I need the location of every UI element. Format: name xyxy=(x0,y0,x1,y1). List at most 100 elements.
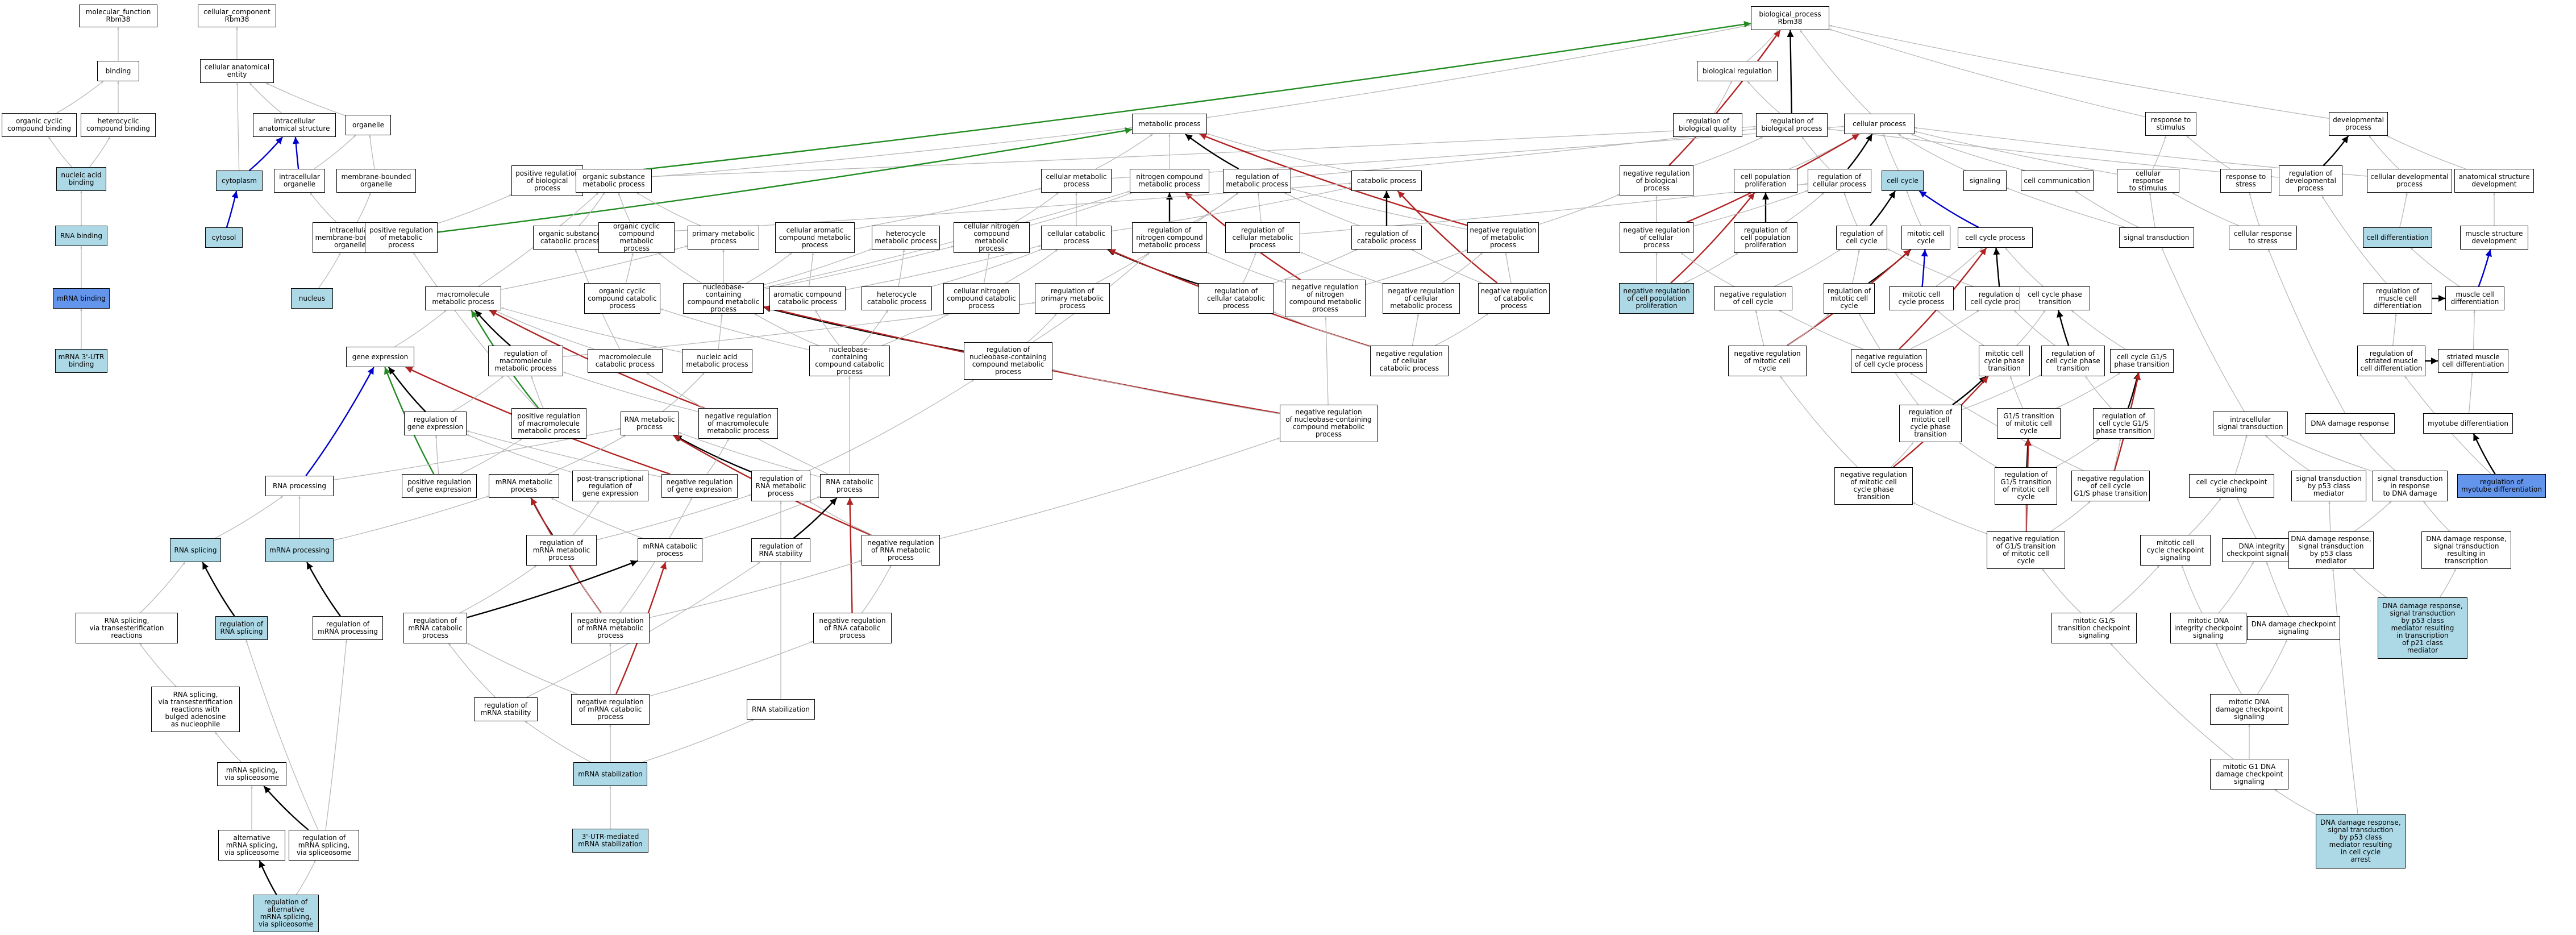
edge-is-a xyxy=(1005,249,1058,284)
go-term-nab: nucleic acid binding xyxy=(56,167,106,191)
edge-is-a xyxy=(809,501,872,535)
edge-is-a xyxy=(2328,501,2331,532)
edge-is-a xyxy=(1914,131,2117,175)
edge-is-a xyxy=(1242,252,1256,284)
edge-is-a xyxy=(1052,369,1280,414)
edge-is-a xyxy=(706,438,729,475)
edge-is-a xyxy=(2218,562,2254,613)
edge-is-a xyxy=(1787,313,1830,346)
go-term-cccs: cell cycle checkpoint signaling xyxy=(2189,474,2274,498)
edge-is-a xyxy=(2359,433,2396,471)
edge-is-a xyxy=(2234,435,2248,475)
go-term-mccp: mitotic cell cycle process xyxy=(1889,286,1954,310)
edge-is-a xyxy=(2085,376,2112,409)
go-term-nrcmp: negative regulation of cellular metaboli… xyxy=(1383,283,1460,314)
go-term-io: intracellular organelle xyxy=(274,169,325,193)
go-term-mdnadcs: mitotic DNA damage checkpoint signaling xyxy=(2210,694,2288,725)
edge-positively-regulates xyxy=(437,127,1133,233)
go-term-cytoplasm: cytoplasm xyxy=(216,171,263,191)
go-term-catp: catabolic process xyxy=(1351,171,1422,191)
edge-is-a xyxy=(2268,249,2346,414)
go-term-nrccp: negative regulation of cell cycle proces… xyxy=(1851,349,1927,373)
go-term-nrmp: negative regulation of metabolic process xyxy=(1467,222,1539,253)
go-term-rtstress: response to stress xyxy=(2220,169,2271,193)
edge-is-a xyxy=(2050,501,2091,532)
go-term-regmrnastab: regulation of mRNA stability xyxy=(474,697,538,721)
go-term-regncmp: regulation of nitrogen compound metaboli… xyxy=(1132,222,1207,253)
edge-is-a xyxy=(2055,438,2100,468)
go-term-rnacatpneg: negative regulation of RNA catabolic pro… xyxy=(813,613,892,643)
edge-is-a xyxy=(1505,252,1512,284)
go-term-mccs: mitotic cell cycle checkpoint signaling xyxy=(2140,535,2211,566)
edge-is-a xyxy=(2188,497,2222,535)
go-term-g1smitotic: G1/S transition of mitotic cell cycle xyxy=(1997,408,2061,439)
go-term-cellcycle: cell cycle xyxy=(1882,171,1924,191)
edge-part-of xyxy=(1921,249,1928,287)
edge-is-a xyxy=(265,82,346,117)
go-term-nrrnamp: negative regulation of RNA metabolic pro… xyxy=(862,535,940,566)
edge-is-a xyxy=(2473,310,2476,350)
edge-is-a xyxy=(2009,376,2023,409)
go-term-dnadcs: DNA damage checkpoint signaling xyxy=(2247,616,2340,640)
go-term-mp: metabolic process xyxy=(1132,114,1207,134)
edge-is-a xyxy=(1441,252,1483,284)
edge-is-a xyxy=(808,252,814,287)
edge-is-a xyxy=(2265,435,2310,471)
edge-is-a xyxy=(2006,187,2126,228)
edge-is-a xyxy=(2149,192,2155,228)
edge-is-a xyxy=(1910,310,1979,350)
go-term-stp53: signal transduction by p53 class mediato… xyxy=(2291,471,2366,501)
edge-is-a xyxy=(1257,192,1262,223)
go-term-mg1scs: mitotic G1/S transition checkpoint signa… xyxy=(2051,613,2137,643)
edge-is-a xyxy=(2439,568,2457,598)
edge-is-a xyxy=(1883,134,1899,171)
edge-is-a xyxy=(596,494,752,541)
go-term-mcc: mitotic cell cycle xyxy=(1901,226,1950,250)
go-term-nbccp: nucleobase-containing compound catabolic… xyxy=(809,346,890,376)
edge-regulates xyxy=(793,497,838,539)
edge-is-a xyxy=(2216,643,2242,695)
go-term-occb: organic cyclic compound binding xyxy=(2,113,77,137)
edge-is-a xyxy=(898,249,905,287)
go-term-mrnastab: mRNA stabilization xyxy=(573,762,647,786)
edge-is-a xyxy=(1412,313,1420,346)
go-term-regmrnacatp: regulation of mRNA catabolic process xyxy=(403,613,467,643)
go-term-nrmcc: negative regulation of mitotic cell cycl… xyxy=(1728,346,1807,376)
go-term-nacatp: nucleic acid metabolic process xyxy=(682,349,752,373)
go-term-cae: cellular anatomical entity xyxy=(200,59,274,83)
go-term-bioreg: biological regulation xyxy=(1697,61,1778,81)
edge-is-a xyxy=(2181,565,2203,613)
edge-is-a xyxy=(1434,313,1489,346)
go-term-g1s: cell cycle G1/S phase transition xyxy=(2110,349,2174,373)
edge-is-a xyxy=(939,437,1280,539)
go-term-nrccatp: negative regulation of cellular cataboli… xyxy=(1370,346,1449,376)
edge-is-a xyxy=(563,371,699,413)
edge-is-a xyxy=(2110,643,2233,759)
edge-is-a xyxy=(815,310,840,346)
edge-is-a xyxy=(2369,135,2399,169)
edge-is-a xyxy=(2161,247,2245,412)
go-term-ddrp21: DNA damage response, signal transduction… xyxy=(2378,597,2467,659)
edge-is-a xyxy=(763,246,954,290)
edge-is-a xyxy=(1779,310,1863,350)
go-term-crtstress: cellular response to stress xyxy=(2229,226,2297,250)
go-term-myodiff: myotube differentiation xyxy=(2423,413,2513,434)
edge-is-a xyxy=(139,643,177,687)
edge-is-a xyxy=(1027,313,1057,343)
edge-positively-regulates xyxy=(582,20,1751,177)
go-term-nrccg1s: negative regulation of cell cycle G1/S p… xyxy=(2071,471,2150,501)
edge-is-a xyxy=(2354,501,2392,532)
go-term-mg1dnadcs: mitotic G1 DNA damage checkpoint signali… xyxy=(2210,759,2288,789)
go-term-nrmrnamp: negative regulation of mRNA metabolic pr… xyxy=(571,613,650,643)
go-term-ddrp53: DNA damage response, signal transduction… xyxy=(2288,531,2374,569)
go-term-nrcc: negative regulation of cell cycle xyxy=(1714,286,1792,310)
edge-is-a xyxy=(1829,24,2329,119)
edge-is-a xyxy=(2186,135,2230,169)
edge-is-a xyxy=(2237,497,2257,539)
edge-is-a xyxy=(2013,310,2055,346)
edge-is-a xyxy=(618,192,631,223)
edge-is-a xyxy=(215,732,242,763)
go-term-nrcpp: negative regulation of cell population p… xyxy=(1619,283,1694,314)
go-term-utrstab: 3'-UTR-mediated mRNA stabilization xyxy=(572,829,648,853)
edge-is-a xyxy=(2386,135,2466,169)
